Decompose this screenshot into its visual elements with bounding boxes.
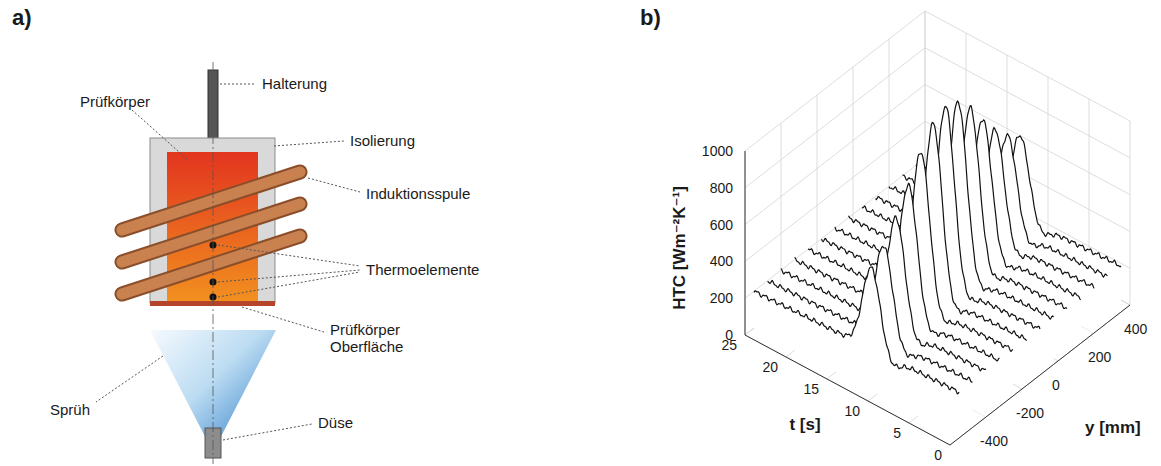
grid [745,11,1130,445]
axis-line [745,151,746,335]
axis-title: HTC [Wm⁻²K⁻¹] [670,186,690,310]
tick-label: 400 [1124,321,1147,337]
htc-curves [754,101,1121,438]
specimen-surface [150,301,275,306]
part-label: Thermoelemente [366,261,479,278]
curve-mask [754,267,959,438]
grid-line [745,151,746,335]
tick-label: 400 [710,253,733,269]
grid-line [745,11,925,151]
grid-line [1130,121,1131,305]
tick-label: 20 [762,359,778,375]
part-label: Halterung [262,75,327,92]
tick-label: 200 [1088,349,1111,365]
part-label: Isolierung [350,132,415,149]
tick-label: 800 [710,180,733,196]
axis-title: y [mm] [1085,418,1141,438]
tick-label: 10 [844,403,860,419]
tick-label: 5 [893,425,901,441]
part-label: Düse [318,414,353,431]
panel-label: a) [12,5,32,30]
panel-label: b) [640,5,661,30]
grid-line [817,95,818,279]
part-label: Induktionsspule [366,185,470,202]
part-label: Prüfkörper [80,93,150,110]
tick-label: 0 [1052,377,1060,393]
tick-label: 600 [710,217,733,233]
tick-label: 0 [934,447,942,463]
grid-line [745,48,925,188]
htc-curve [754,267,959,438]
symmetry-axis [213,62,214,464]
leader-lines [96,84,360,440]
tick-label: -400 [980,433,1008,449]
tick-label: -200 [1016,405,1044,421]
part-label: Sprüh [50,401,90,418]
tick-label: 15 [803,381,819,397]
tick-label: 1000 [702,143,733,159]
axis-title: t [s] [789,415,820,435]
curve-line [754,267,959,394]
tick-label: 25 [721,337,737,353]
tick-label: 200 [710,290,733,306]
induction-coil [122,172,300,294]
part-label: Prüfkörper Oberfläche [330,321,422,356]
